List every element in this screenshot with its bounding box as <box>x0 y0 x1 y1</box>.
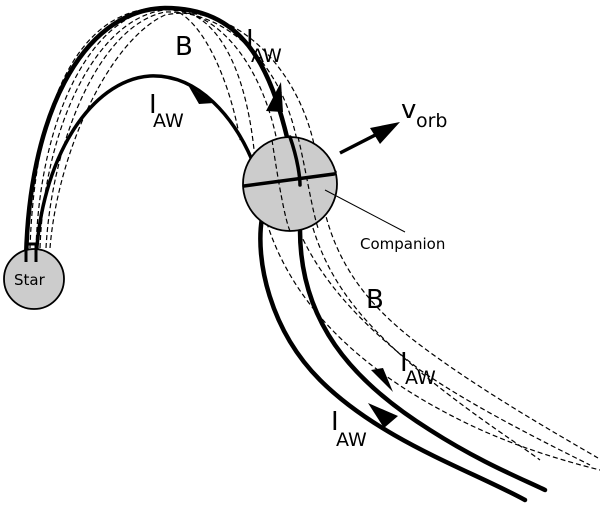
current-label-bottom: I AW <box>331 407 367 451</box>
companion-label: Companion <box>360 235 445 253</box>
velocity-label: v <box>401 95 416 125</box>
current-label-main: I <box>149 90 157 120</box>
star-body <box>3 248 65 310</box>
velocity-vector: v orb <box>339 95 448 155</box>
field-label-bottom: B <box>366 285 384 315</box>
current-lines <box>23 5 548 503</box>
current-label-sub: AW <box>336 429 367 451</box>
field-line <box>35 7 600 471</box>
current-line-inner <box>34 74 254 264</box>
current-label-main: I <box>246 25 254 55</box>
velocity-subscript: orb <box>416 110 448 132</box>
arrow-iaw-return <box>368 403 398 428</box>
star-label: Star <box>14 271 46 289</box>
arrow-iaw-top <box>188 85 214 104</box>
current-label-sub: AW <box>153 110 184 132</box>
field-lines <box>29 7 600 471</box>
velocity-arrow-head <box>370 122 400 144</box>
companion-inner-dash <box>271 139 291 232</box>
arrow-iaw-up <box>266 82 283 112</box>
current-label-right: I AW <box>400 348 436 389</box>
current-line-return <box>258 215 528 503</box>
star-footpoint <box>24 242 38 262</box>
star: Star <box>3 242 65 310</box>
companion: Companion <box>242 135 445 253</box>
companion-inner-dash <box>297 136 319 229</box>
field-line <box>45 11 541 461</box>
current-label-main: I <box>331 407 339 437</box>
current-label-left: I AW <box>149 90 184 132</box>
field-label-top: B <box>175 32 193 62</box>
current-line-cross-inner <box>242 172 336 188</box>
companion-current <box>288 135 302 187</box>
current-arrows <box>188 82 398 428</box>
field-line <box>39 9 591 466</box>
current-label-main: I <box>400 348 408 378</box>
current-line-outer <box>23 5 548 493</box>
current-label-sub: AW <box>251 45 282 67</box>
current-label-sub: AW <box>405 367 436 389</box>
current-label-top: I AW <box>246 25 282 67</box>
companion-pointer <box>324 189 406 233</box>
arrow-iaw-down <box>371 368 393 392</box>
